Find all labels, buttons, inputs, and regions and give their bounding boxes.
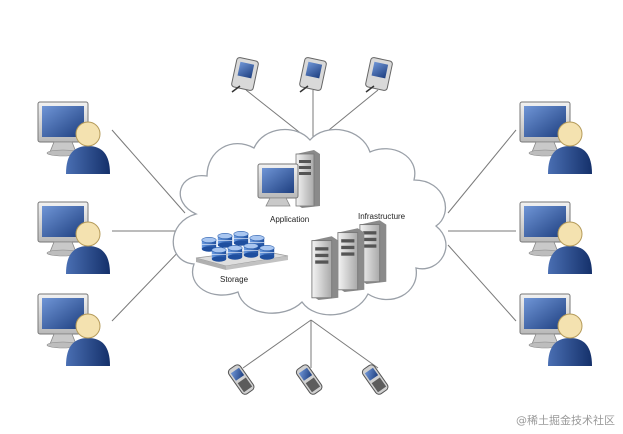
line-phone-3 [310,319,379,369]
storage-disk-icon [217,232,233,249]
storage-disk-icon [243,242,259,259]
application-label: Application [270,215,309,224]
line-user-right-3 [447,244,517,322]
user-workstation-icon [519,201,593,275]
line-user-right-1 [447,129,517,214]
server-icon [337,227,365,292]
line-phone-1 [242,319,312,369]
line-user-left-3 [111,244,186,322]
pda-icon [230,56,260,93]
line-user-left-1 [111,129,186,214]
storage-label: Storage [220,275,249,284]
user-workstation-icon [519,293,593,367]
connection-lines [111,89,517,369]
user-workstation-icon [37,293,111,367]
application-group: Application [257,149,321,224]
mobile-phone-icon [294,362,325,396]
application-monitor-icon [257,163,299,207]
storage-group: Storage [195,230,289,284]
application-server-icon [295,149,321,208]
user-workstation-icon [37,101,111,175]
server-icon [311,235,339,300]
pda-icon [298,56,328,93]
storage-disk-icon [233,230,249,247]
storage-disk-icon [227,244,243,261]
user-workstation-icon [37,201,111,275]
storage-disk-icon [259,244,275,261]
infrastructure-label: Infrastructure [358,212,406,221]
pda-icon [364,56,394,93]
mobile-phone-icon [360,362,391,396]
watermark: @稀土掘金技术社区 [516,414,615,427]
storage-disk-icon [211,246,227,263]
mobile-phone-icon [226,362,257,396]
user-workstation-icon [519,101,593,175]
